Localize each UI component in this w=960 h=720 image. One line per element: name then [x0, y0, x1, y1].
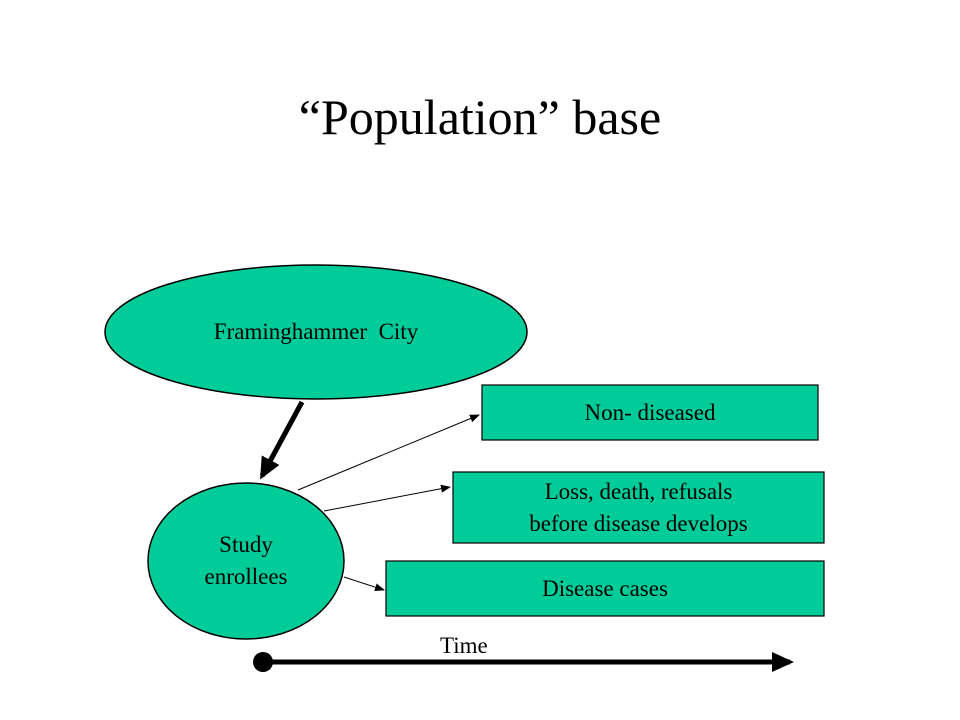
enrollees-label: Study enrollees	[148, 525, 344, 597]
disease-cases-label-text: Disease cases	[542, 575, 668, 601]
non-diseased-label-text: Non- diseased	[584, 399, 716, 425]
city-to-enrollees-arrow	[259, 400, 305, 480]
city-label-text: Framinghammer City	[213, 319, 419, 344]
loss-label-line1: Loss, death, refusals	[544, 478, 733, 504]
to-non-diseased-arrow	[297, 414, 480, 491]
loss-box	[452, 471, 825, 544]
non-diseased-box	[481, 384, 819, 441]
time-label: Time	[440, 633, 488, 658]
loss-label: Loss, death, refusals before disease dev…	[453, 472, 824, 543]
loss-label-line2: before disease develops	[529, 510, 748, 536]
city-label: Framinghammer City	[106, 310, 526, 354]
enrollees-label-line2: enrollees	[204, 564, 288, 589]
enrollees-label-line1: Study	[219, 532, 273, 557]
city-ellipse	[104, 264, 528, 400]
to-disease-cases-arrow	[343, 576, 385, 592]
to-loss-arrow	[323, 484, 451, 512]
enrollees-ellipse	[147, 482, 345, 640]
page-title: “Population” base	[298, 89, 662, 145]
disease-cases-box	[385, 560, 825, 617]
non-diseased-label: Non- diseased	[482, 385, 818, 440]
disease-cases-label: Disease cases	[386, 561, 824, 616]
